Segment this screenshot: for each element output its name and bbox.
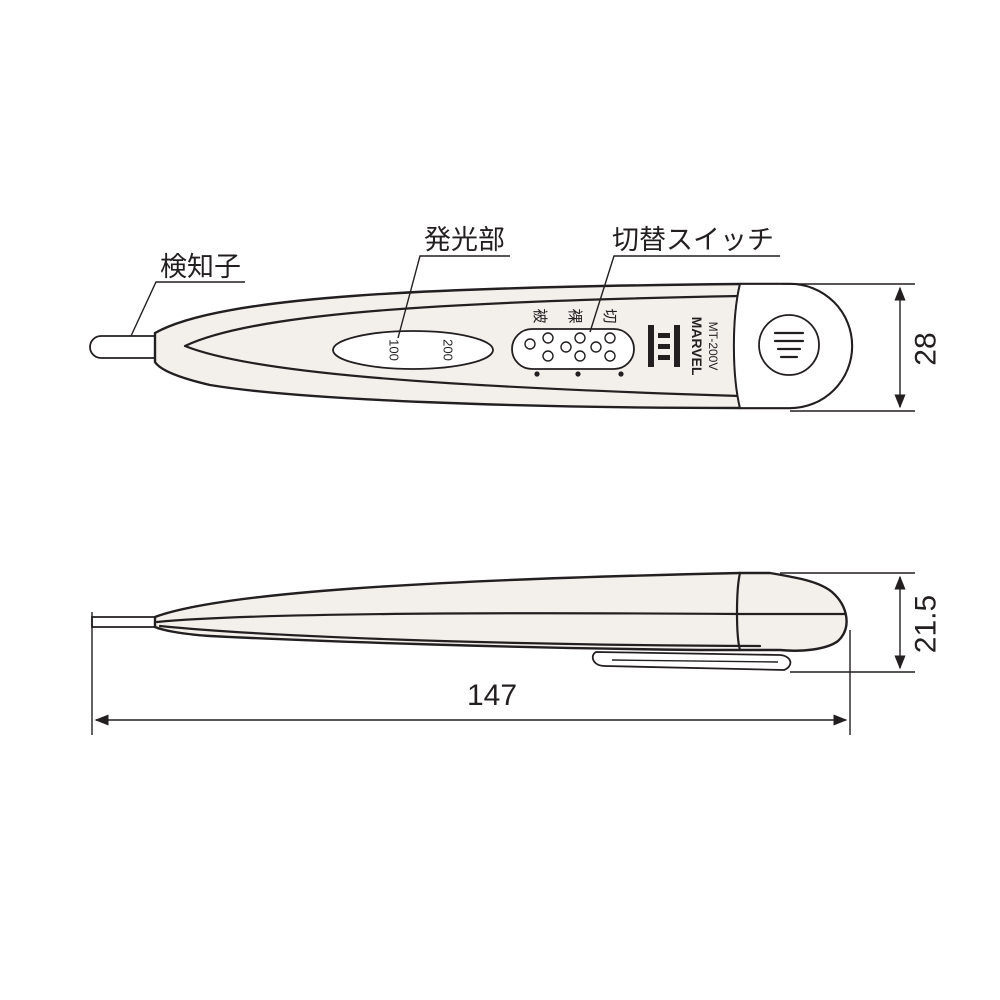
model-number: MT-200V xyxy=(706,322,720,371)
probe-tip-shape xyxy=(89,335,156,359)
top-body-groove xyxy=(183,294,742,398)
callout-probe-tip-line xyxy=(130,281,245,337)
rear-button-icon xyxy=(773,331,805,359)
side-rear-divider xyxy=(735,571,742,652)
scale-label-100: 100 xyxy=(387,339,402,361)
side-body-seam xyxy=(155,612,847,624)
dim-height-top-view: 28 xyxy=(910,332,943,365)
dim-overall-length: 147 xyxy=(467,679,517,712)
side-view: 21.5 147 xyxy=(91,571,943,735)
callout-light-section: 発光部 xyxy=(424,225,505,256)
dim-height-side-view: 21.5 xyxy=(910,595,943,653)
side-probe xyxy=(91,616,156,628)
callout-probe-tip: 検知子 xyxy=(160,252,241,283)
side-body-outline xyxy=(153,571,848,652)
switch-position-left: 被 xyxy=(531,308,549,323)
callout-selector-switch: 切替スイッチ xyxy=(612,225,774,256)
switch-position-middle: 裸 xyxy=(566,308,584,323)
scale-label-200: 200 xyxy=(441,339,456,361)
switch-position-right: 切 xyxy=(601,308,619,323)
callout-switch-line xyxy=(589,255,780,333)
switch-position-dots xyxy=(534,371,624,377)
brand-name: MARVEL xyxy=(689,317,705,376)
callout-light-line xyxy=(397,255,510,339)
top-view: 100 200 被 裸 切 xyxy=(89,225,943,412)
pocket-clip-inner xyxy=(611,659,779,663)
light-window xyxy=(332,330,494,370)
rear-button xyxy=(758,314,820,376)
side-body-lower-seam xyxy=(158,624,762,648)
switch-grip-dots xyxy=(524,332,616,362)
marvel-logo-mark xyxy=(648,325,680,367)
